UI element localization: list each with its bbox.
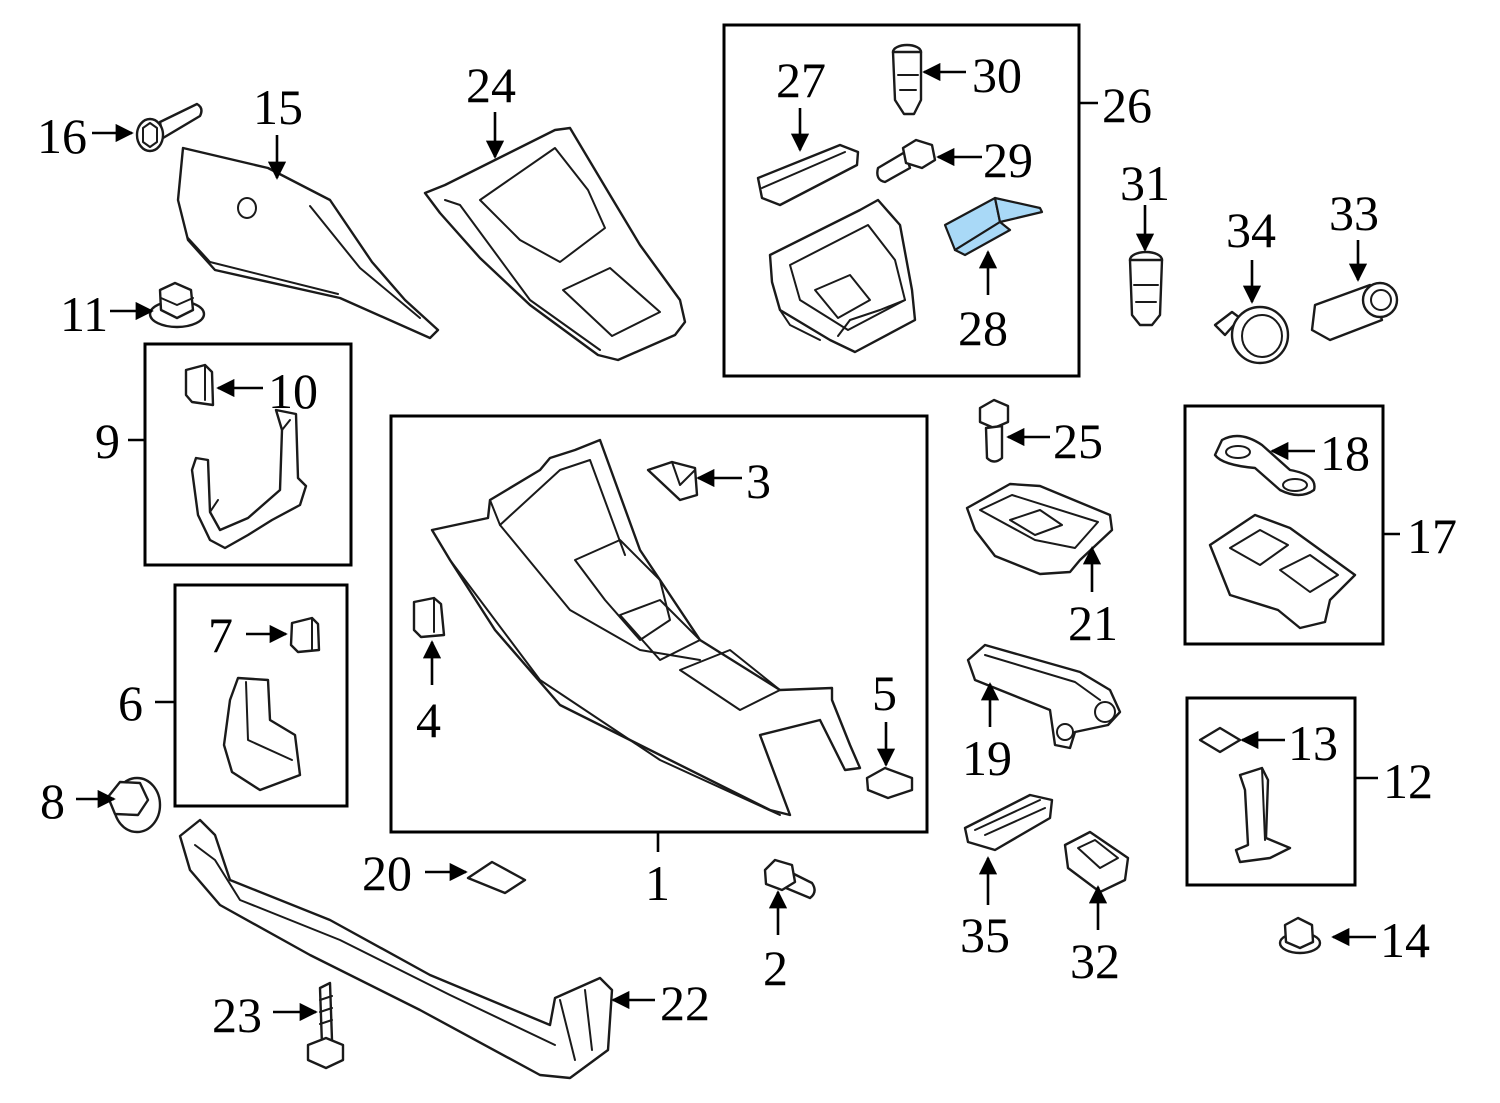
callout-32: 32: [1070, 933, 1120, 989]
part-19-lid: [966, 643, 1122, 750]
part-29-bolt: [876, 138, 937, 184]
callout-21: 21: [1068, 595, 1118, 651]
callout-24: 24: [466, 57, 516, 113]
callout-2: 2: [763, 940, 788, 996]
part-14-nut: [1278, 916, 1322, 955]
part-33-power-socket: [1310, 281, 1399, 342]
part-23-screw: [306, 981, 345, 1070]
callout-15: 15: [253, 79, 303, 135]
callout-30: 30: [972, 47, 1022, 103]
callout-35: 35: [960, 907, 1010, 963]
part-3-clip: [646, 460, 699, 502]
part-7-clip: [289, 616, 321, 654]
callout-9: 9: [95, 413, 120, 469]
group-box-9: [143, 342, 353, 567]
part-15-side-panel: [176, 146, 440, 340]
part-18-gasket: [1213, 434, 1316, 497]
part-32-switch: [1063, 830, 1130, 894]
part-2-bolt: [763, 858, 816, 900]
callout-22: 22: [660, 975, 710, 1031]
part-27-trim-strip: [756, 143, 860, 207]
callout-6: 6: [118, 675, 143, 731]
callout-33: 33: [1329, 185, 1379, 241]
group-box-26: [722, 23, 1081, 378]
part-35-switch: [963, 793, 1054, 852]
callout-4: 4: [416, 692, 441, 748]
part-10-clip: [184, 363, 215, 407]
part-17-cup-holder: [1208, 513, 1357, 630]
part-22-air-duct: [178, 818, 614, 1080]
callout-13: 13: [1288, 715, 1338, 771]
callout-17: 17: [1407, 508, 1457, 564]
group-box-6: [173, 583, 349, 808]
callout-8: 8: [40, 773, 65, 829]
callout-29: 29: [983, 132, 1033, 188]
group-box-12: [1185, 696, 1357, 887]
part-6-bracket: [222, 676, 302, 792]
part-21-tray: [965, 482, 1114, 576]
callout-18: 18: [1320, 425, 1370, 481]
part-8-nut: [106, 776, 162, 834]
part-4-clip: [412, 596, 446, 639]
part-13-clip: [1198, 726, 1242, 754]
callout-11: 11: [60, 286, 108, 342]
callout-19: 19: [962, 730, 1012, 786]
part-20-pad: [466, 860, 527, 895]
callout-23: 23: [212, 987, 262, 1043]
callout-5: 5: [872, 665, 897, 721]
callout-26: 26: [1102, 77, 1152, 133]
callout-34: 34: [1226, 202, 1276, 258]
callout-1: 1: [645, 855, 670, 911]
part-26-switch-housing: [768, 198, 917, 354]
callout-12: 12: [1383, 753, 1433, 809]
part-25-bolt: [978, 398, 1010, 463]
callout-20: 20: [362, 845, 412, 901]
callout-14: 14: [1380, 912, 1430, 968]
callout-28: 28: [958, 300, 1008, 356]
part-1-center-console: [430, 438, 862, 817]
part-16-bolt: [135, 102, 203, 153]
callout-31: 31: [1120, 155, 1170, 211]
part-34-ring: [1213, 305, 1290, 365]
part-28-bracket-highlighted: [943, 196, 1044, 257]
callout-25: 25: [1053, 413, 1103, 469]
callout-16: 16: [37, 108, 87, 164]
part-24-trim-bezel: [423, 126, 687, 362]
callout-10: 10: [268, 363, 318, 419]
callout-7: 7: [208, 607, 233, 663]
group-box-17: [1183, 404, 1385, 646]
callout-3: 3: [746, 453, 771, 509]
callout-27: 27: [776, 52, 826, 108]
part-12-bracket: [1234, 766, 1292, 864]
part-31-clip: [1128, 250, 1164, 327]
part-5-pad: [865, 766, 914, 800]
part-9-trim-bracket: [190, 408, 308, 550]
part-30-clip: [891, 43, 923, 116]
part-11-nut: [148, 281, 206, 329]
